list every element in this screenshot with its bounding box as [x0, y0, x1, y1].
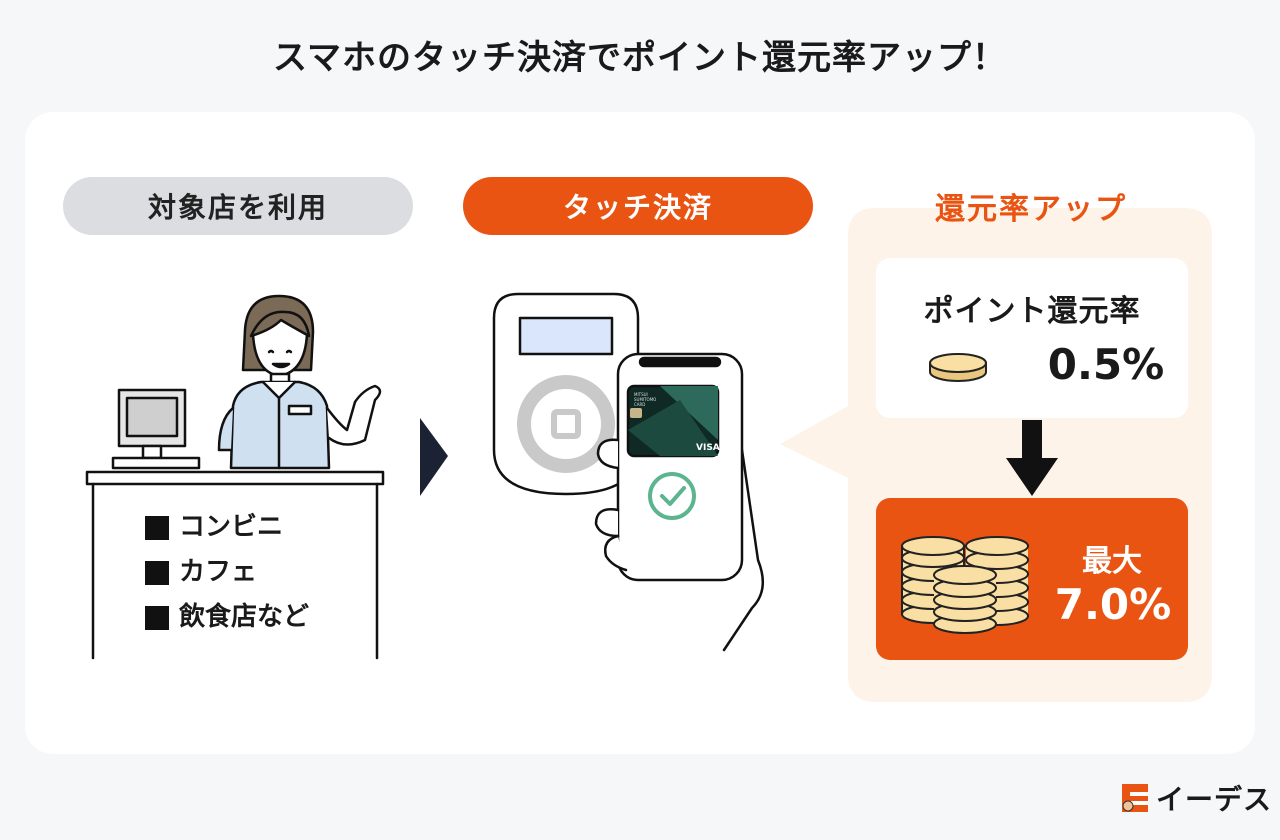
page-title: スマホのタッチ決済でポイント還元率アップ！	[273, 38, 1007, 78]
list-item: 飲食店など	[145, 595, 309, 640]
square-bullet-icon	[145, 605, 169, 630]
list-item: コンビニ	[145, 505, 309, 550]
touch-payment-illustration: MITSUI SUMITOMO CARD VISA	[492, 292, 765, 652]
max-rate-card: 最大 7.0%	[876, 498, 1188, 660]
step-rate-up-label: 還元率アップ	[935, 192, 1127, 227]
eligible-store-list: コンビニ カフェ 飲食店など	[145, 505, 309, 640]
step-use-store-label: 対象店を利用	[63, 177, 413, 235]
square-bullet-icon	[145, 560, 169, 585]
square-bullet-icon	[145, 515, 169, 540]
arrow-down-icon	[1006, 420, 1058, 496]
max-rate-value: 7.0%	[1054, 580, 1172, 629]
card-issuer-line3: CARD	[634, 402, 645, 407]
single-coin-icon	[929, 353, 987, 382]
coin-stack-icon	[901, 536, 1029, 634]
point-rate-value: 0.5%	[1047, 340, 1165, 389]
max-rate-label: 最大	[1082, 544, 1142, 579]
point-rate-card: ポイント還元率 0.5%	[876, 258, 1188, 418]
logo-mark-icon	[1122, 784, 1148, 812]
step-touch-payment-label: タッチ決済	[463, 177, 813, 235]
card-issuer-line1: MITSUI	[634, 392, 648, 397]
store-clerk-illustration	[85, 294, 385, 660]
card-brand-visa: VISA	[696, 443, 720, 453]
point-rate-label: ポイント還元率	[923, 294, 1141, 329]
edes-logo: イーデス	[1120, 780, 1272, 816]
logo-text: イーデス	[1156, 783, 1273, 816]
arrow-right-icon	[420, 418, 448, 496]
list-item: カフェ	[145, 550, 309, 595]
card-issuer-line2: SUMITOMO	[634, 397, 656, 402]
